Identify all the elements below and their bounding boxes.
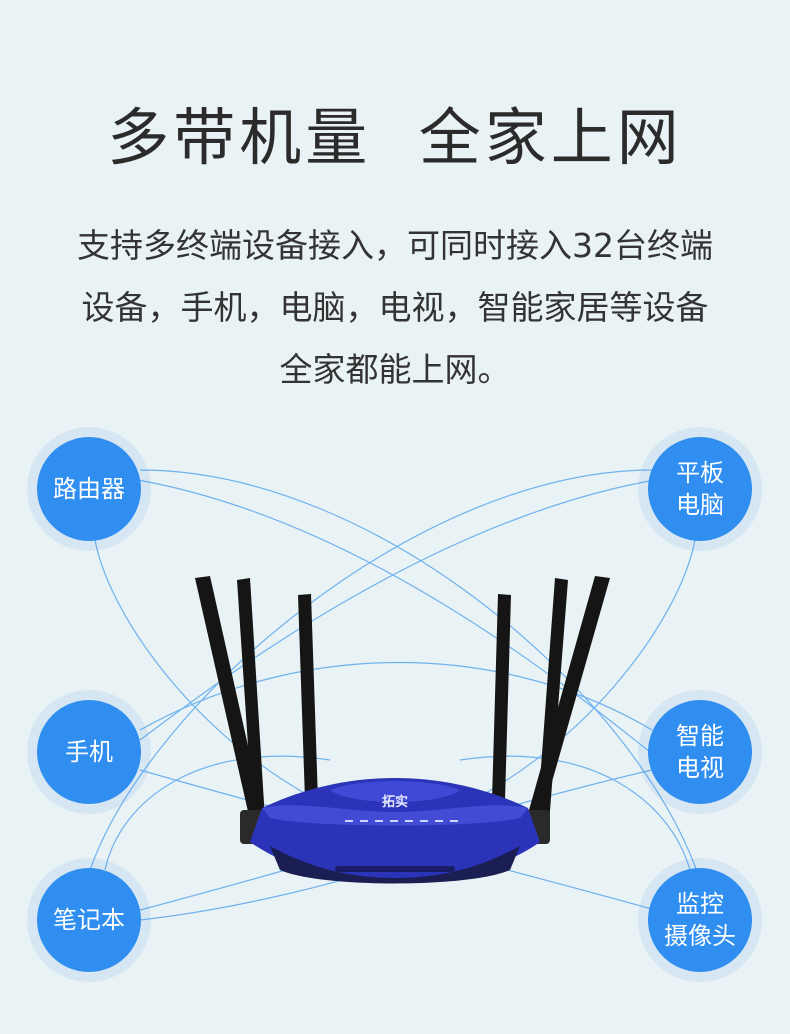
antenna-3 [298,594,318,800]
line-tablet-camera [429,539,696,821]
description-line-1: 支持多终端设备接入，可同时接入32台终端 [77,226,713,265]
device-laptop-label: 笔记本 [53,906,125,934]
line-laptop-phone-arc [104,755,331,871]
router-brand-logo: 拓实 [382,794,408,810]
antenna-2 [237,578,266,836]
antenna-1 [195,576,268,838]
line-phone-tv [139,661,653,731]
line-router-camera [139,469,701,881]
device-phone-label: 手机 [65,738,113,766]
router-body [250,778,540,880]
device-smart-tv: 智能 电视 [648,700,752,804]
device-phone: 手机 [37,700,141,804]
device-camera: 监控 摄像头 [648,868,752,972]
device-router-label: 路由器 [53,475,125,503]
device-tablet: 平板 电脑 [648,437,752,541]
line-router-tv [137,479,661,761]
antenna-6 [522,576,610,838]
line-camera-tv-arc [459,755,691,871]
device-tablet-label-1: 平板 [676,459,724,487]
device-camera-label-2: 摄像头 [664,922,736,950]
device-tablet-label-2: 电脑 [676,491,724,519]
antenna-4 [492,594,511,800]
line-router-laptop [94,539,361,821]
device-smart-tv-label-1: 智能 [676,722,724,750]
description: 支持多终端设备接入，可同时接入32台终端 设备，手机，电脑，电视，智能家居等设备… [0,215,790,401]
description-line-2: 设备，手机，电脑，电视，智能家居等设备 [81,288,709,327]
page-title: 多带机量 全家上网 [107,101,683,174]
device-router: 路由器 [37,437,141,541]
device-smart-tv-label-2: 电视 [676,754,724,782]
device-laptop: 笔记本 [37,868,141,972]
device-camera-label-1: 监控 [676,890,724,918]
description-line-3: 全家都能上网。 [279,350,511,389]
